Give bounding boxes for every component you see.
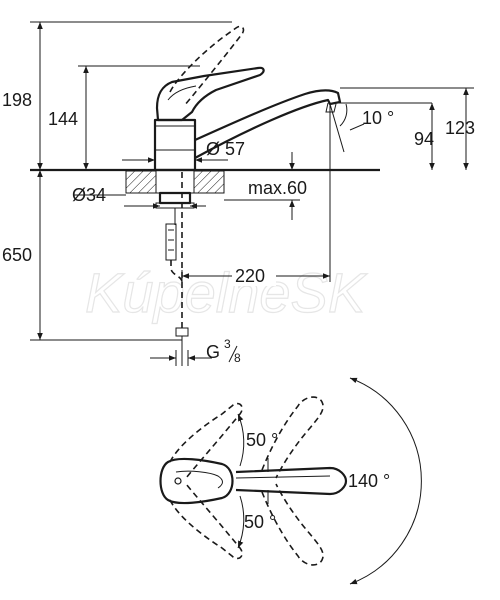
watermark-text: KúpelneSK <box>85 261 368 324</box>
angle-left-up: 50 ° <box>246 430 278 450</box>
angle-left-down: 50 ° <box>244 512 276 532</box>
supply-connector <box>165 223 177 261</box>
spout-swing-up-outline <box>261 396 324 479</box>
dim-total-height: 198 <box>2 90 32 110</box>
dim-hose-length: 650 <box>2 245 32 265</box>
top-view: 140 ° 50 ° 50 ° <box>159 377 422 585</box>
dim-spout-angle: 10 ° <box>362 108 394 128</box>
spout-outline <box>194 89 342 159</box>
lever-outline <box>155 66 265 122</box>
dim-thread-numerator: 3 <box>224 337 231 351</box>
spout-top-outline <box>235 466 348 496</box>
dim-thread-denominator: 8 <box>234 351 241 365</box>
lever-raised-outline <box>169 25 245 107</box>
lever-top-outline <box>159 457 234 505</box>
mounting-nut <box>158 191 192 205</box>
counter-section-right <box>193 170 225 194</box>
dim-max-thickness: max.60 <box>248 178 307 198</box>
lever-swing-up-outline <box>169 402 243 479</box>
faucet-body <box>153 118 197 172</box>
dim-body-height: 144 <box>48 109 78 129</box>
dim-hole-diameter: Ø34 <box>72 185 106 205</box>
hose-fitting <box>175 327 189 337</box>
spout-swing-down-outline <box>261 483 324 566</box>
counter-section-left <box>125 170 157 194</box>
dim-spout-height: 94 <box>414 129 434 149</box>
angle-arc-total <box>349 377 422 585</box>
dim-base-diameter: Ø 57 <box>206 139 245 159</box>
side-view: 198 144 Ø 57 10 ° 94 123 Ø34 max.60 650 <box>2 21 475 366</box>
lever-swing-down-outline <box>169 483 243 560</box>
dim-thread: G <box>206 342 220 362</box>
dim-spout-top-height: 123 <box>445 118 475 138</box>
angle-total: 140 ° <box>348 471 390 491</box>
dim-spout-reach: 220 <box>235 266 265 286</box>
